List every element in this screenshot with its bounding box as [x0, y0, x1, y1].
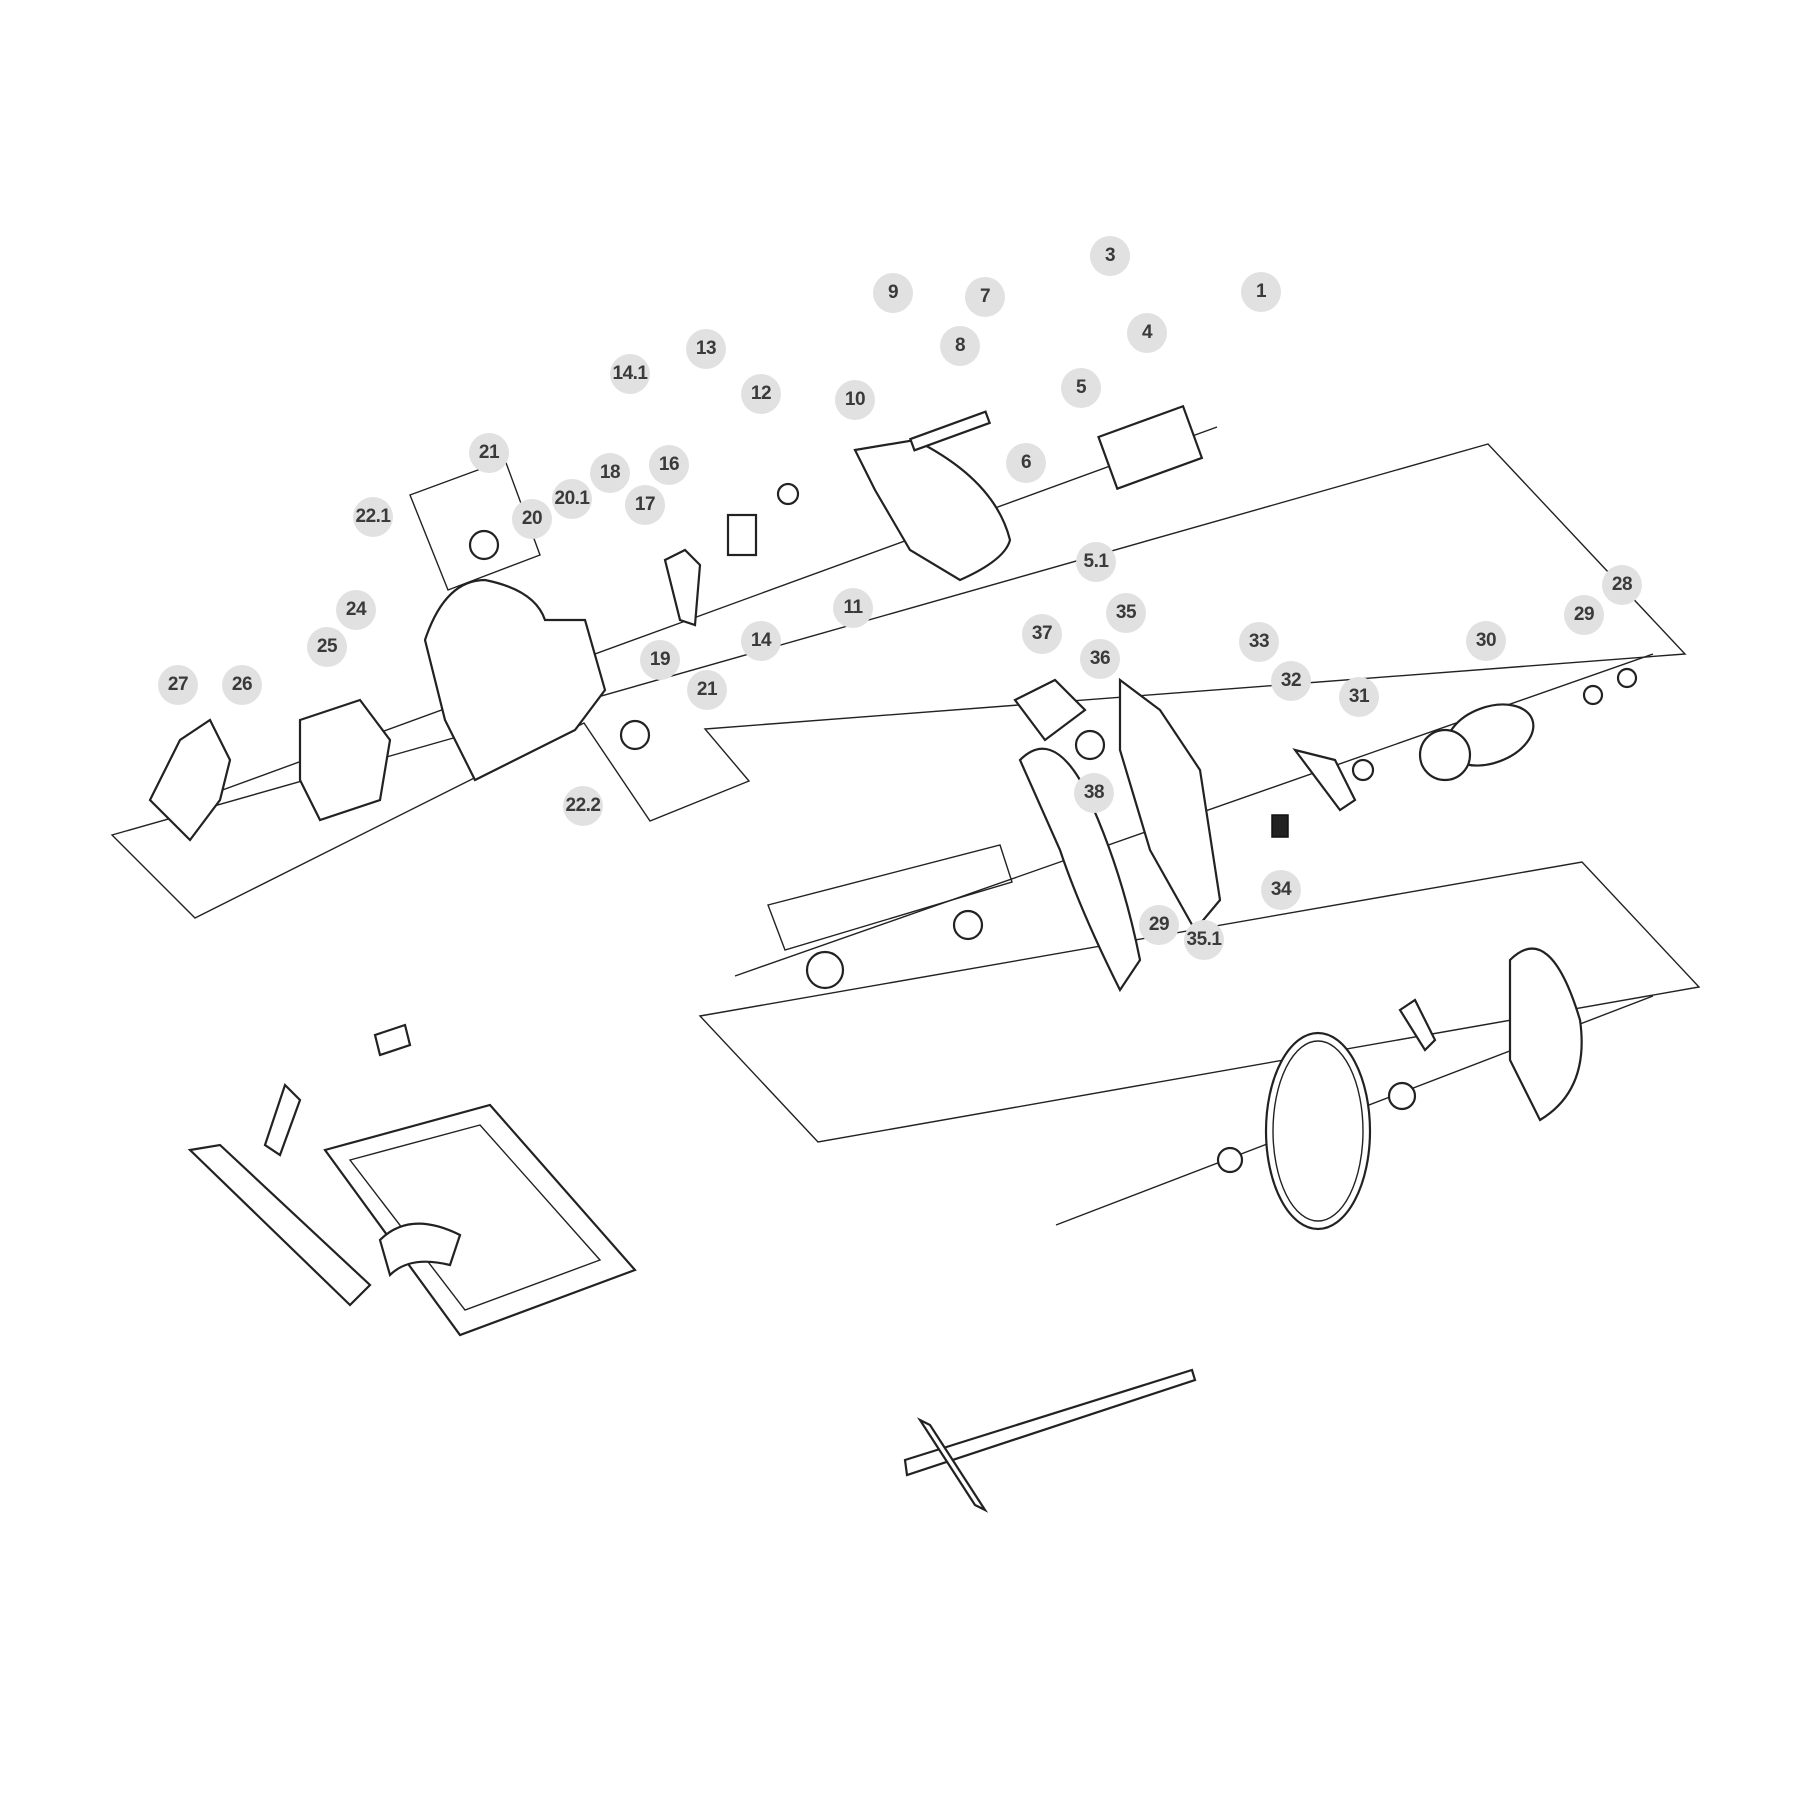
callout-37: 37: [1022, 614, 1062, 654]
callout-31: 31: [1339, 677, 1379, 717]
bearing-31-part: [1351, 758, 1375, 782]
saw-blade-part: [1264, 1031, 1372, 1231]
fan-baffle-part: [148, 718, 232, 842]
callout-13: 13: [686, 329, 726, 369]
handle-part: [853, 438, 1012, 582]
callout-35-1: 35.1: [1184, 920, 1224, 960]
switch-group-outline: [409, 459, 541, 591]
callout-1: 1: [1241, 272, 1281, 312]
brush-holder-group-outline: [767, 844, 1013, 951]
inner-flange-part: [1387, 1081, 1417, 1111]
bevel-quadrant-part: [378, 1222, 462, 1278]
callout-25: 25: [307, 627, 347, 667]
callout-19: 19: [640, 640, 680, 680]
motor-housing-group-outline: [110, 443, 1687, 919]
lower-guard-part: [1018, 747, 1142, 993]
callout-8: 8: [940, 326, 980, 366]
gearbox-group-outline: [698, 861, 1701, 1143]
callout-16: 16: [649, 445, 689, 485]
lever-part: [1398, 998, 1437, 1052]
base-plate-part: [323, 1103, 637, 1337]
callout-22-1: 22.1: [353, 497, 393, 537]
cord-guard-part: [776, 482, 800, 506]
callout-21: 21: [687, 670, 727, 710]
cover-part: [1097, 404, 1204, 491]
callout-11: 11: [833, 588, 873, 628]
depth-scale-part: [263, 1082, 302, 1157]
callout-24: 24: [336, 590, 376, 630]
callout-18: 18: [590, 453, 630, 493]
callout-12: 12: [741, 374, 781, 414]
spring-part: [908, 410, 992, 452]
callout-6: 6: [1006, 443, 1046, 483]
spindle-gear-part: [952, 909, 984, 941]
callout-4: 4: [1127, 313, 1167, 353]
callout-36: 36: [1080, 639, 1120, 679]
callout-27: 27: [158, 665, 198, 705]
callout-14-1: 14.1: [610, 354, 650, 394]
callout-32: 32: [1271, 661, 1311, 701]
callout-30: 30: [1466, 621, 1506, 661]
rip-fence-guide-part: [916, 1417, 989, 1513]
flange-part: [805, 950, 845, 990]
rip-fence-bar-part: [903, 1368, 1197, 1477]
callout-29: 29: [1564, 595, 1604, 635]
armature-gear-part: [1418, 728, 1472, 782]
switch-module-part: [726, 513, 758, 557]
callout-17: 17: [625, 485, 665, 525]
stator-part: [298, 698, 392, 822]
brush-part: [468, 529, 500, 561]
saw-blade-inner: [1272, 1040, 1364, 1222]
switch-part: [663, 548, 702, 627]
callout-34: 34: [1261, 870, 1301, 910]
gearbox-housing-part: [1118, 677, 1222, 932]
callout-3: 3: [1090, 236, 1130, 276]
callout-14: 14: [741, 621, 781, 661]
callout-7: 7: [965, 277, 1005, 317]
callout-5: 5: [1061, 368, 1101, 408]
brush-34-part: [1271, 814, 1289, 838]
callout-35: 35: [1106, 593, 1146, 633]
callout-5-1: 5.1: [1076, 542, 1116, 582]
callout-22-2: 22.2: [563, 786, 603, 826]
dust-port-part: [1013, 678, 1087, 742]
callout-20: 20: [512, 499, 552, 539]
upper-guard-part: [1508, 947, 1583, 1122]
brake-plate-part: [1292, 748, 1357, 812]
callout-10: 10: [835, 380, 875, 420]
depth-arm-part: [187, 1143, 372, 1307]
callout-9: 9: [873, 273, 913, 313]
callout-20-1: 20.1: [552, 479, 592, 519]
brush-part-lower: [619, 719, 651, 751]
callout-29: 29: [1139, 905, 1179, 945]
callout-21: 21: [469, 433, 509, 473]
callout-33: 33: [1239, 622, 1279, 662]
outer-flange-part: [1216, 1146, 1244, 1174]
callout-28: 28: [1602, 565, 1642, 605]
callout-26: 26: [222, 665, 262, 705]
bevel-bracket-part: [373, 1023, 412, 1057]
bearing-part: [1074, 729, 1106, 761]
callout-38: 38: [1074, 773, 1114, 813]
bearing-28-part: [1616, 667, 1638, 689]
motor-housing-part: [423, 578, 607, 782]
washer-part: [1582, 684, 1604, 706]
